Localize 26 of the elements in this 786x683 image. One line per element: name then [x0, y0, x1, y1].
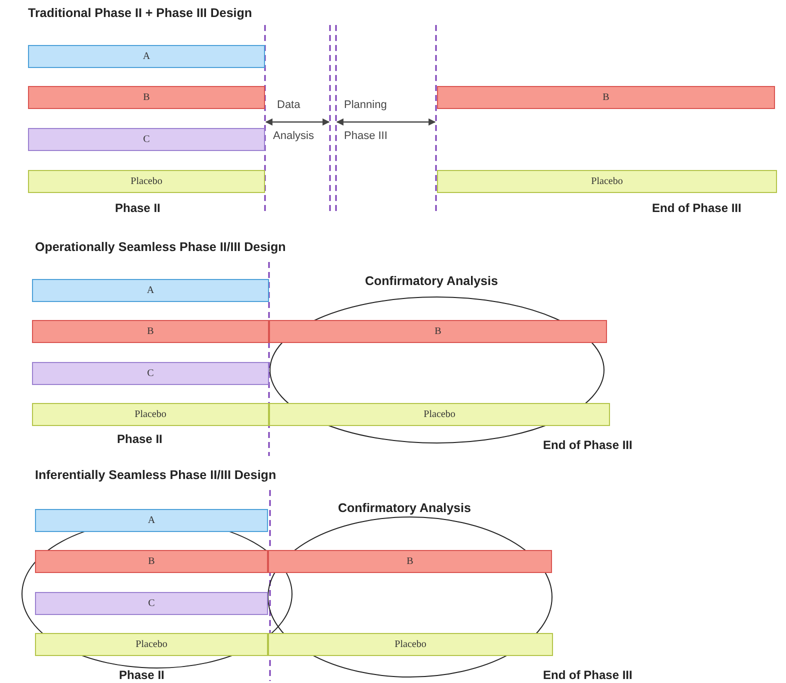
bar: Placebo	[437, 170, 777, 193]
bar: Placebo	[32, 403, 269, 426]
phase-label: Phase II	[119, 669, 164, 682]
phase-label: Phase II	[117, 433, 162, 446]
annotation: Phase III	[344, 130, 388, 143]
heading: Confirmatory Analysis	[365, 274, 498, 288]
annotation: Planning	[344, 99, 387, 112]
phase-label: End of Phase III	[543, 669, 632, 682]
bar: B	[28, 86, 265, 109]
bar: Placebo	[28, 170, 265, 193]
bar: A	[35, 509, 268, 532]
annotation: Data	[277, 99, 300, 112]
phase-label: End of Phase III	[652, 202, 742, 215]
bar: B	[32, 320, 269, 343]
bar: A	[32, 279, 269, 302]
section-title: Inferentially Seamless Phase II/III Design	[35, 469, 276, 482]
annotation: Analysis	[273, 130, 314, 143]
phase-label: Phase II	[115, 202, 160, 215]
heading: Confirmatory Analysis	[338, 501, 471, 515]
bar: C	[28, 128, 265, 151]
bar: A	[28, 45, 265, 68]
bar: B	[437, 86, 775, 109]
bar: C	[32, 362, 269, 385]
section-title: Traditional Phase II + Phase III Design	[28, 7, 252, 20]
phase-label: End of Phase III	[543, 439, 632, 452]
section-title: Operationally Seamless Phase II/III Design	[35, 241, 286, 254]
